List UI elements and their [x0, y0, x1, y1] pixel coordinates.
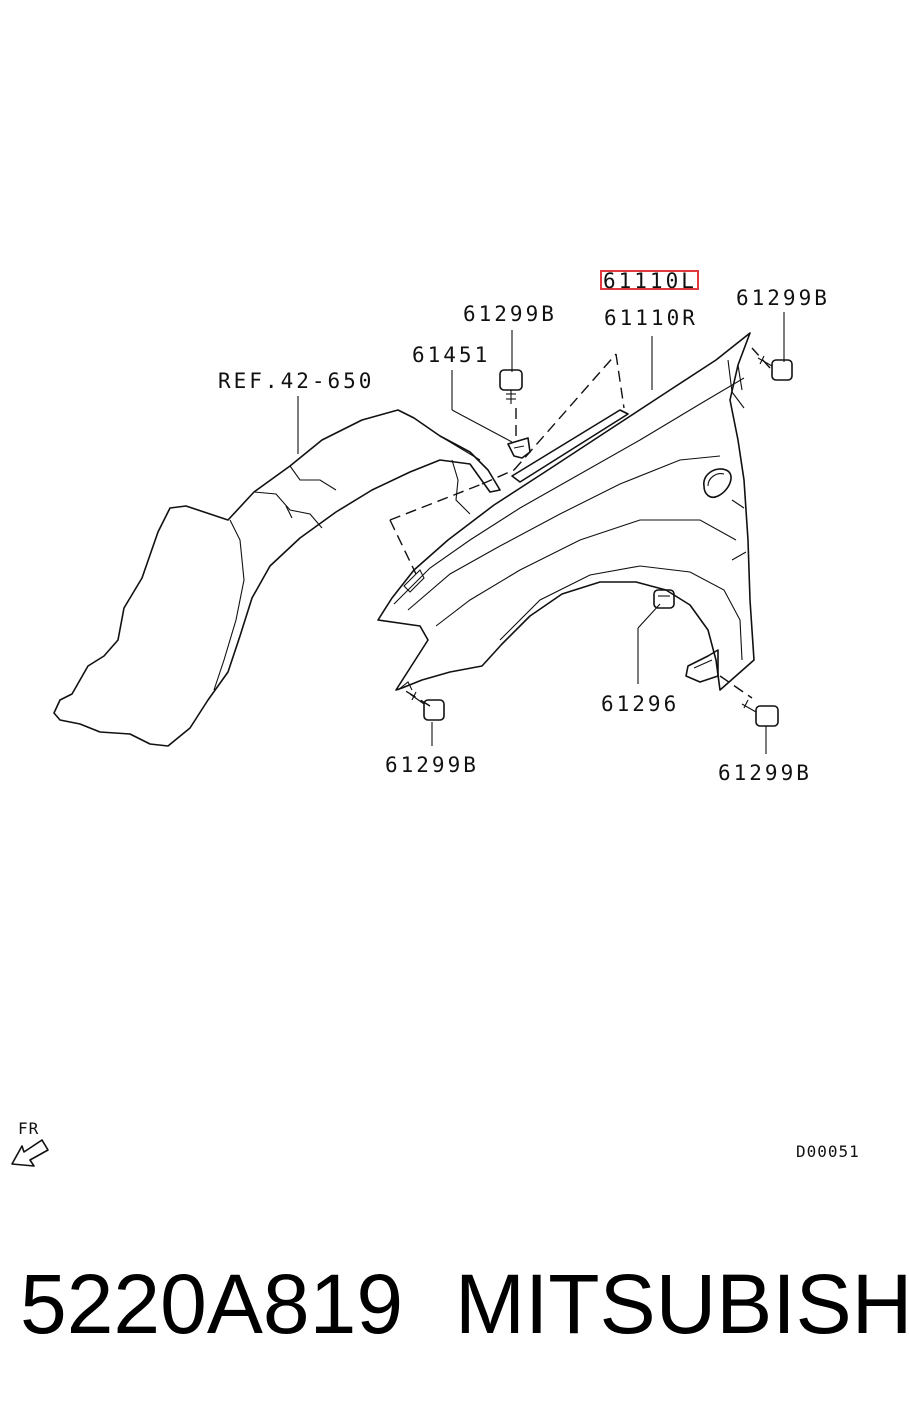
label-bolt-bottom-right[interactable]: 61299B — [718, 761, 812, 785]
bolt-icon — [409, 691, 445, 721]
nut-icon — [653, 589, 675, 609]
installation-lines — [389, 347, 771, 707]
label-bolt-top-center[interactable]: 61299B — [463, 302, 557, 326]
bolt-icon — [741, 699, 779, 727]
label-bolt-bottom-left[interactable]: 61299B — [385, 753, 479, 777]
bolt-icon — [757, 355, 793, 381]
label-liner-ref[interactable]: REF.42-650 — [218, 369, 374, 393]
highlight-box — [600, 270, 699, 290]
part-number: 5220A819 — [20, 1257, 404, 1351]
diagram-code: D00051 — [796, 1142, 860, 1161]
fender-panel — [377, 332, 755, 691]
leader-lines — [297, 312, 785, 754]
clip-icon — [507, 437, 531, 459]
label-fender-right[interactable]: 61110R — [604, 306, 698, 330]
front-direction-arrow-icon — [11, 1139, 49, 1167]
label-nut[interactable]: 61296 — [601, 692, 679, 716]
label-bolt-top-right[interactable]: 61299B — [736, 286, 830, 310]
brand-name: MITSUBISHI — [455, 1257, 909, 1351]
direction-label: FR — [18, 1119, 39, 1138]
label-clip[interactable]: 61451 — [412, 343, 490, 367]
label-highlighted-part[interactable]: 61110L — [603, 269, 697, 293]
bolt-icon — [499, 369, 523, 404]
fender-liner — [53, 409, 501, 747]
